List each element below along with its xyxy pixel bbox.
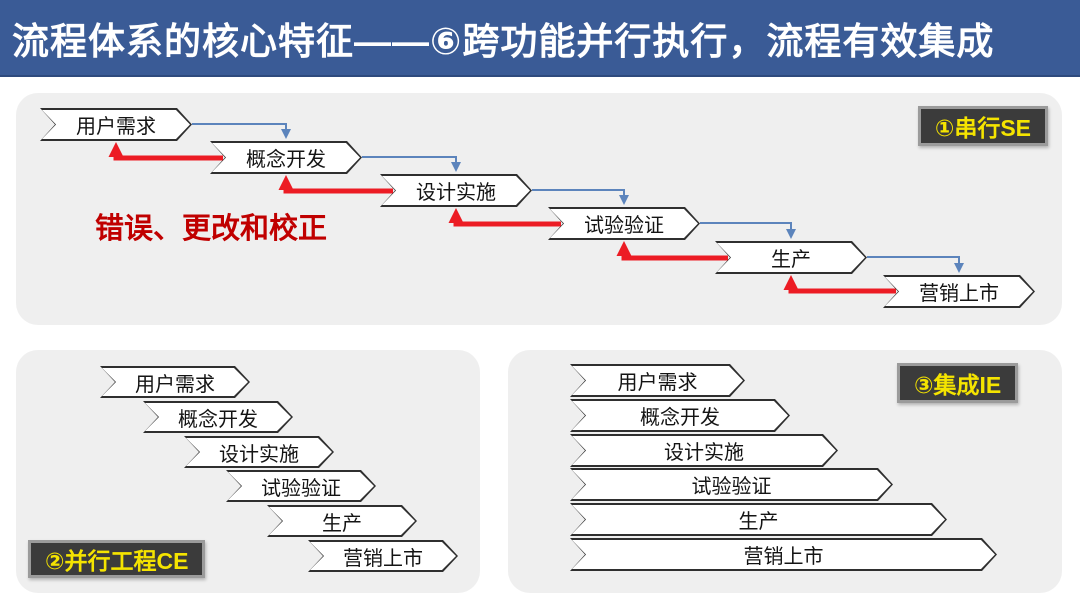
serial-badge: ①串行SE <box>917 106 1048 146</box>
stage-label: 营销上市 <box>919 283 999 305</box>
integrated-stage-marketing-launch: 营销上市 <box>570 538 997 571</box>
stage-label: 用户需求 <box>76 116 156 138</box>
rework-arrow-3 <box>448 208 561 227</box>
stage-label: 试验验证 <box>691 476 772 498</box>
forward-arrow-1 <box>192 123 291 139</box>
integrated-panel: 用户需求 概念开发 设计实施 试验验证 生产 营销上市 ③集成IE <box>508 350 1062 593</box>
stage-label: 概念开发 <box>178 408 258 431</box>
integrated-stage-production: 生产 <box>570 503 947 536</box>
stage-label: 概念开发 <box>640 407 720 429</box>
concurrent-panel: 用户需求 概念开发 设计实施 试验验证 生产 营销上市 ②并行工程CE <box>16 350 480 593</box>
concurrent-badge: ②并行工程CE <box>28 540 206 578</box>
serial-stage-user-needs: 用户需求 <box>40 108 192 141</box>
concurrent-stage-user-needs: 用户需求 <box>100 366 250 398</box>
rework-arrow-5 <box>783 275 896 294</box>
integrated-badge: ③集成IE <box>897 363 1019 403</box>
rework-arrow-2 <box>278 175 393 194</box>
stage-label: 试验验证 <box>584 215 664 237</box>
integrated-badge-label: ③集成IE <box>914 372 1002 398</box>
stage-label: 概念开发 <box>246 149 326 171</box>
rework-annotation: 错误、更改和校正 <box>95 213 328 245</box>
forward-arrow-3 <box>532 189 629 205</box>
serial-stage-test-verify: 试验验证 <box>548 207 700 240</box>
concurrent-stage-test-verify: 试验验证 <box>226 470 376 502</box>
serial-stage-design-impl: 设计实施 <box>380 174 532 207</box>
stage-label: 试验验证 <box>261 477 341 500</box>
concurrent-stage-concept-dev: 概念开发 <box>143 401 293 433</box>
serial-stage-production: 生产 <box>715 241 867 274</box>
stage-label: 营销上市 <box>343 547 423 570</box>
slide-title-bar: 流程体系的核心特征——⑥跨功能并行执行，流程有效集成 <box>0 0 1080 77</box>
stage-label: 设计实施 <box>219 443 299 466</box>
forward-arrows <box>192 123 964 273</box>
concurrent-stage-production: 生产 <box>267 505 417 537</box>
serial-stage-concept-dev: 概念开发 <box>210 141 362 174</box>
flow-arrows <box>108 123 964 294</box>
stage-label: 用户需求 <box>617 372 698 394</box>
stage-label: 设计实施 <box>664 442 744 464</box>
slide-title: 流程体系的核心特征——⑥跨功能并行执行，流程有效集成 <box>12 20 995 62</box>
forward-arrow-4 <box>700 222 796 239</box>
rework-arrows <box>108 142 896 294</box>
rework-arrow-1 <box>108 142 223 161</box>
serial-panel: 用户需求 概念开发 设计实施 试验验证 生产 营销上市 错误、更改和校正 ①串行… <box>16 93 1062 325</box>
integrated-stage-concept-dev: 概念开发 <box>570 399 790 432</box>
integrated-stage-test-verify: 试验验证 <box>570 468 893 501</box>
concurrent-stage-marketing-launch: 营销上市 <box>308 540 458 572</box>
rework-arrow-4 <box>616 241 728 261</box>
serial-badge-label: ①串行SE <box>934 115 1031 141</box>
stage-label: 用户需求 <box>135 373 215 396</box>
integrated-stage-user-needs: 用户需求 <box>570 364 745 397</box>
concurrent-badge-label: ②并行工程CE <box>45 548 189 574</box>
serial-stage-marketing-launch: 营销上市 <box>883 275 1035 308</box>
stage-label: 设计实施 <box>416 182 496 204</box>
stage-label: 生产 <box>322 512 362 535</box>
stage-label: 生产 <box>738 511 779 533</box>
forward-arrow-5 <box>867 256 964 273</box>
stage-label: 营销上市 <box>743 546 824 568</box>
integrated-stage-design-impl: 设计实施 <box>570 434 838 467</box>
concurrent-stage-design-impl: 设计实施 <box>184 436 334 468</box>
forward-arrow-2 <box>362 156 461 172</box>
stage-label: 生产 <box>771 249 811 271</box>
